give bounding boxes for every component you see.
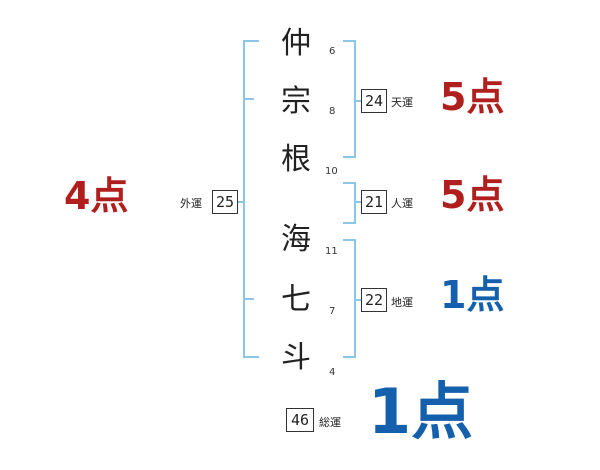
jin-value-box: 21 — [361, 190, 387, 214]
name-char-3: 根 — [281, 142, 311, 177]
gai-score: 4点 — [64, 174, 129, 218]
chi-score: 1点 — [440, 273, 505, 317]
name-char-1: 仲 — [281, 26, 311, 61]
name-char-4: 海 — [281, 222, 311, 257]
stroke-count-1: 6 — [329, 46, 336, 57]
gai-label: 外運 — [180, 197, 202, 210]
chi-value-box: 22 — [361, 288, 387, 312]
bracket-jin — [343, 182, 356, 224]
jin-label: 人運 — [391, 197, 413, 210]
stroke-count-3: 10 — [325, 166, 338, 177]
gai-value-box: 25 — [212, 190, 238, 214]
stroke-count-6: 4 — [329, 367, 336, 378]
so-score: 1点 — [368, 375, 474, 448]
so-value-box: 46 — [286, 408, 314, 432]
jin-score: 5点 — [440, 173, 505, 217]
ten-label: 天運 — [391, 96, 413, 109]
stroke-count-4: 11 — [325, 246, 338, 257]
stroke-count-2: 8 — [329, 106, 336, 117]
name-char-2: 宗 — [281, 84, 311, 119]
name-char-6: 斗 — [281, 340, 311, 375]
stroke-count-5: 7 — [329, 306, 336, 317]
so-label: 総運 — [319, 416, 341, 429]
chi-label: 地運 — [391, 296, 413, 309]
bracket-chi — [343, 239, 356, 358]
name-char-5: 七 — [281, 282, 311, 317]
ten-value-box: 24 — [361, 89, 387, 113]
outer-bracket-left — [243, 40, 259, 358]
ten-score: 5点 — [440, 75, 505, 119]
bracket-ten — [343, 40, 356, 158]
